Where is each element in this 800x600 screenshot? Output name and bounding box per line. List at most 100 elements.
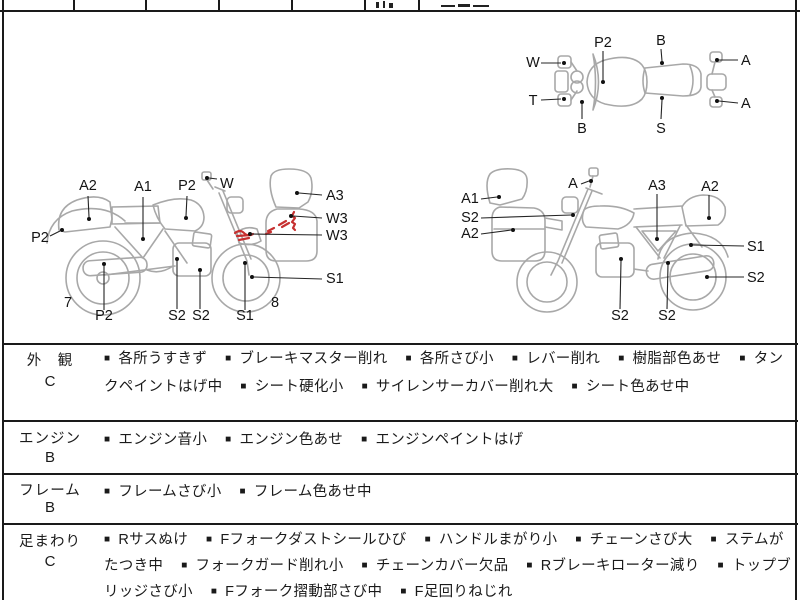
table-top-border (2, 343, 798, 345)
header-column-divider (364, 0, 366, 10)
rear-hub (96, 271, 110, 285)
header-column-divider (218, 0, 220, 10)
condition-item: エンジン音小 (118, 432, 208, 448)
seat-top-view (642, 63, 702, 97)
bullet-square-icon: ■ (225, 434, 232, 445)
condition-items: ■フレームさび小■フレーム色あせ中 (104, 479, 794, 507)
seat-tail-line (689, 65, 694, 96)
diagram-left-side-view: A2 A1 P2 W A3 W3 W3 P2 7 P2 S2 S2 S1 8 S… (31, 168, 348, 324)
condition-item: チェーンさび大 (589, 532, 693, 548)
bullet-square-icon: ■ (361, 381, 368, 392)
grade-value: B (44, 499, 55, 516)
label-p2-tank: P2 (594, 35, 612, 51)
bullet-square-icon: ■ (104, 534, 111, 545)
fork-bridge-top (554, 70, 569, 93)
bullet-square-icon: ■ (526, 560, 533, 571)
muffler (82, 256, 148, 277)
mirror-head (201, 171, 212, 181)
label-a1-fairing: A1 (461, 191, 479, 207)
condition-item: ハンドルまがり小 (438, 532, 558, 548)
header-column-divider (145, 0, 147, 10)
clipped-text-fragment (441, 5, 455, 7)
bullet-square-icon: ■ (405, 353, 412, 364)
label-a1-frame: A1 (134, 179, 152, 195)
label-b-seat: B (656, 33, 666, 49)
label-p2-fender: P2 (31, 230, 49, 246)
label-w3-lower: W3 (326, 228, 348, 244)
diagram-right-side-view: A1 S2 A2 A A3 A2 S1 S2 S2 S2 (461, 167, 765, 324)
rear-signal-upper (709, 51, 723, 63)
frame-tubes (635, 224, 703, 259)
label-t-mirror: T (529, 93, 538, 109)
detached-fairing-cowl (265, 208, 318, 262)
condition-items: ■Rサスぬけ■Fフォークダストシールひび■ハンドルまがり小■チェーンさび大■ステ… (104, 528, 794, 600)
condition-item: シート硬化小 (254, 379, 344, 395)
fuel-tank-side (152, 198, 205, 232)
clipped-text-fragment (458, 4, 470, 7)
clipped-text-fragment (473, 5, 489, 7)
category-label: 外 観 (26, 353, 74, 369)
rear-cowl (57, 196, 113, 233)
handlebar (585, 175, 603, 195)
bullet-square-icon: ■ (511, 353, 519, 364)
category-label: エンジン (19, 431, 81, 447)
condition-item: エンジン色あせ (239, 432, 344, 448)
bullet-square-icon: ■ (225, 353, 232, 364)
tail-box (706, 73, 727, 91)
condition-item: Fフォークダストシールひび (220, 532, 407, 548)
condition-item: ブレーキマスター削れ (239, 351, 388, 367)
label-s2-engine: S2 (168, 308, 186, 324)
damage-mark-fairing (277, 219, 291, 229)
label-a2-rear-cowl: A2 (79, 178, 97, 194)
label-p2-muffler: P2 (95, 308, 113, 324)
condition-item: Rブレーキローター減り (540, 558, 700, 574)
front-wheel-rim (526, 261, 568, 303)
bullet-square-icon: ■ (424, 534, 431, 545)
detached-fairing-cowl (491, 206, 546, 262)
leader-dots (497, 179, 711, 279)
leader-lines (540, 48, 739, 120)
rear-cowl (681, 194, 727, 227)
clipped-text-fragment (389, 3, 393, 8)
condition-item: 樹脂部色あせ (632, 351, 722, 367)
header-column-divider (291, 0, 293, 10)
engine-block (595, 242, 635, 278)
condition-item: サイレンサーカバー削れ大 (375, 379, 554, 395)
table-row-divider (2, 420, 798, 422)
leader-lines (480, 180, 745, 310)
damage-mark-fairing-low (264, 226, 276, 236)
bullet-square-icon: ■ (104, 353, 111, 364)
instrument-dial (570, 70, 584, 84)
motorcycle-left-side-outline (46, 168, 318, 316)
condition-item: タンクペイントはげ中 (104, 351, 784, 395)
clipped-text-fragment (376, 2, 379, 8)
header-column-divider (418, 0, 420, 10)
headlight (226, 196, 244, 214)
front-wheel-rim (222, 254, 270, 302)
grade-value: C (44, 553, 56, 570)
grade-value: B (44, 449, 55, 466)
bullet-square-icon: ■ (710, 534, 717, 545)
bullet-square-icon: ■ (104, 434, 111, 445)
category-label: フレーム (19, 483, 81, 499)
damage-marks-red (233, 210, 297, 242)
condition-item: Fフォーク摺動部さび中 (225, 584, 383, 600)
bullet-square-icon: ■ (210, 586, 218, 597)
bullet-square-icon: ■ (240, 381, 247, 392)
condition-item: チェーンカバー欠品 (375, 558, 509, 574)
label-s2-lower: S2 (192, 308, 210, 324)
label-s1-fender: S1 (747, 239, 765, 255)
condition-item: フォークガード削れ小 (195, 558, 344, 574)
condition-item: フレームさび小 (118, 484, 222, 500)
leader-dots (60, 176, 299, 279)
label-s-seat: S (656, 121, 666, 137)
signal-stalks (711, 61, 716, 98)
condition-item: F足回りねじれ (414, 584, 513, 600)
carburetor (598, 232, 620, 250)
label-s1-wheel: S1 (326, 271, 344, 287)
bullet-square-icon: ■ (206, 534, 213, 545)
label-a3-cover: A3 (648, 178, 666, 194)
diagram-top-view: W T P2 B B S A A (526, 33, 751, 137)
mirror-head (588, 167, 599, 177)
